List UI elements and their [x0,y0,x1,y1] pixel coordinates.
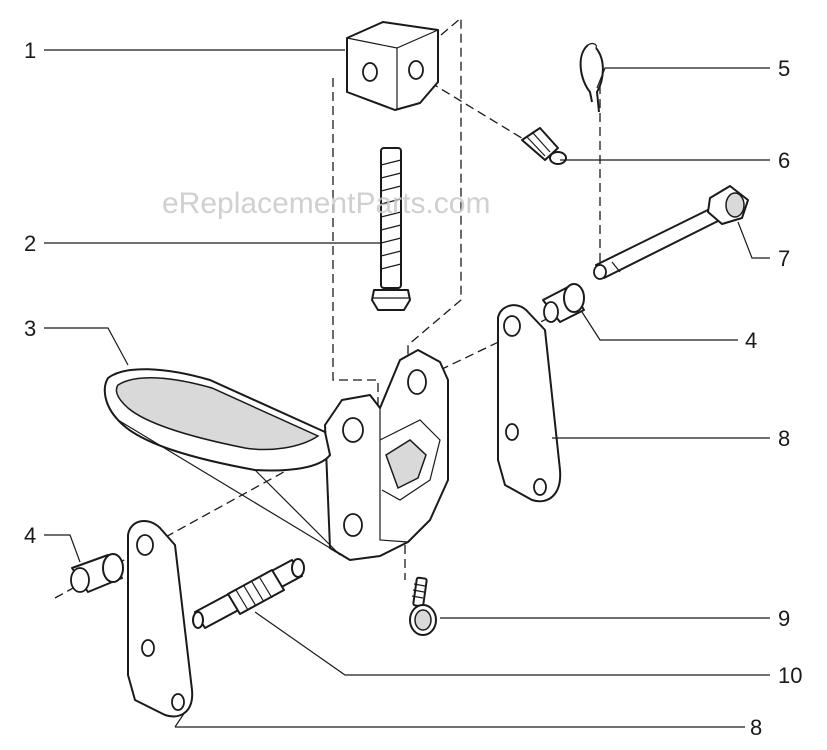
callout-3: 3 [24,316,36,341]
callout-7: 7 [778,246,790,271]
part-4-bushing-upper [542,283,585,323]
callout-2: 2 [24,231,36,256]
callout-4-upper: 4 [745,328,757,353]
part-4-bushing-lower [70,553,124,593]
part-8-link-plate-left [127,519,194,718]
leader-lines [44,49,770,728]
callout-10: 10 [778,663,802,688]
callout-1: 1 [24,38,36,63]
part-9-small-bolt [409,576,437,636]
part-10-threaded-pin [192,558,305,629]
part-2-bolt [371,147,411,311]
part-6-grease-fitting [521,127,567,165]
callout-labels: 1 2 3 4 4 5 6 7 8 8 9 10 [24,38,802,740]
part-7-clevis-pin [593,185,749,280]
callout-9: 9 [778,606,790,631]
watermark-text: eReplacementParts.com [162,187,490,220]
callout-8-left: 8 [750,715,762,740]
callout-5: 5 [778,56,790,81]
part-1-block [346,21,439,111]
part-8-link-plate-right [497,304,562,503]
callout-6: 6 [778,148,790,173]
part-3-pedal-bracket [103,349,449,561]
callout-4-lower: 4 [24,523,36,548]
callout-8-right: 8 [778,426,790,451]
